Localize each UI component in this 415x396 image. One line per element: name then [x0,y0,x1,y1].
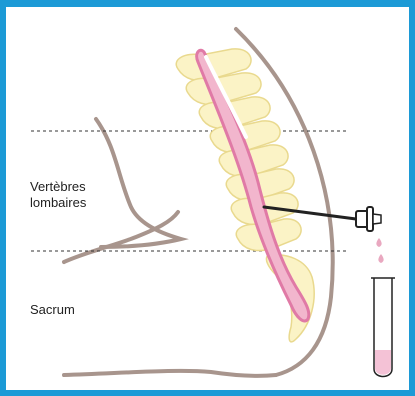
sacrum-label: Sacrum [30,302,75,318]
syringe-icon [356,207,381,231]
knee-outline [64,212,178,262]
fluid-drop-icon [378,254,383,263]
lumbar-label-line1: Vertèbres [30,179,130,195]
tube-fluid [375,350,391,375]
lumbar-vertebrae-label: Vertèbres lombaires [30,179,130,211]
lumbar-label-line2: lombaires [30,195,130,211]
bottom-body-outline [64,371,276,376]
test-tube-icon [371,278,395,377]
fluid-drop-icon [376,238,381,247]
